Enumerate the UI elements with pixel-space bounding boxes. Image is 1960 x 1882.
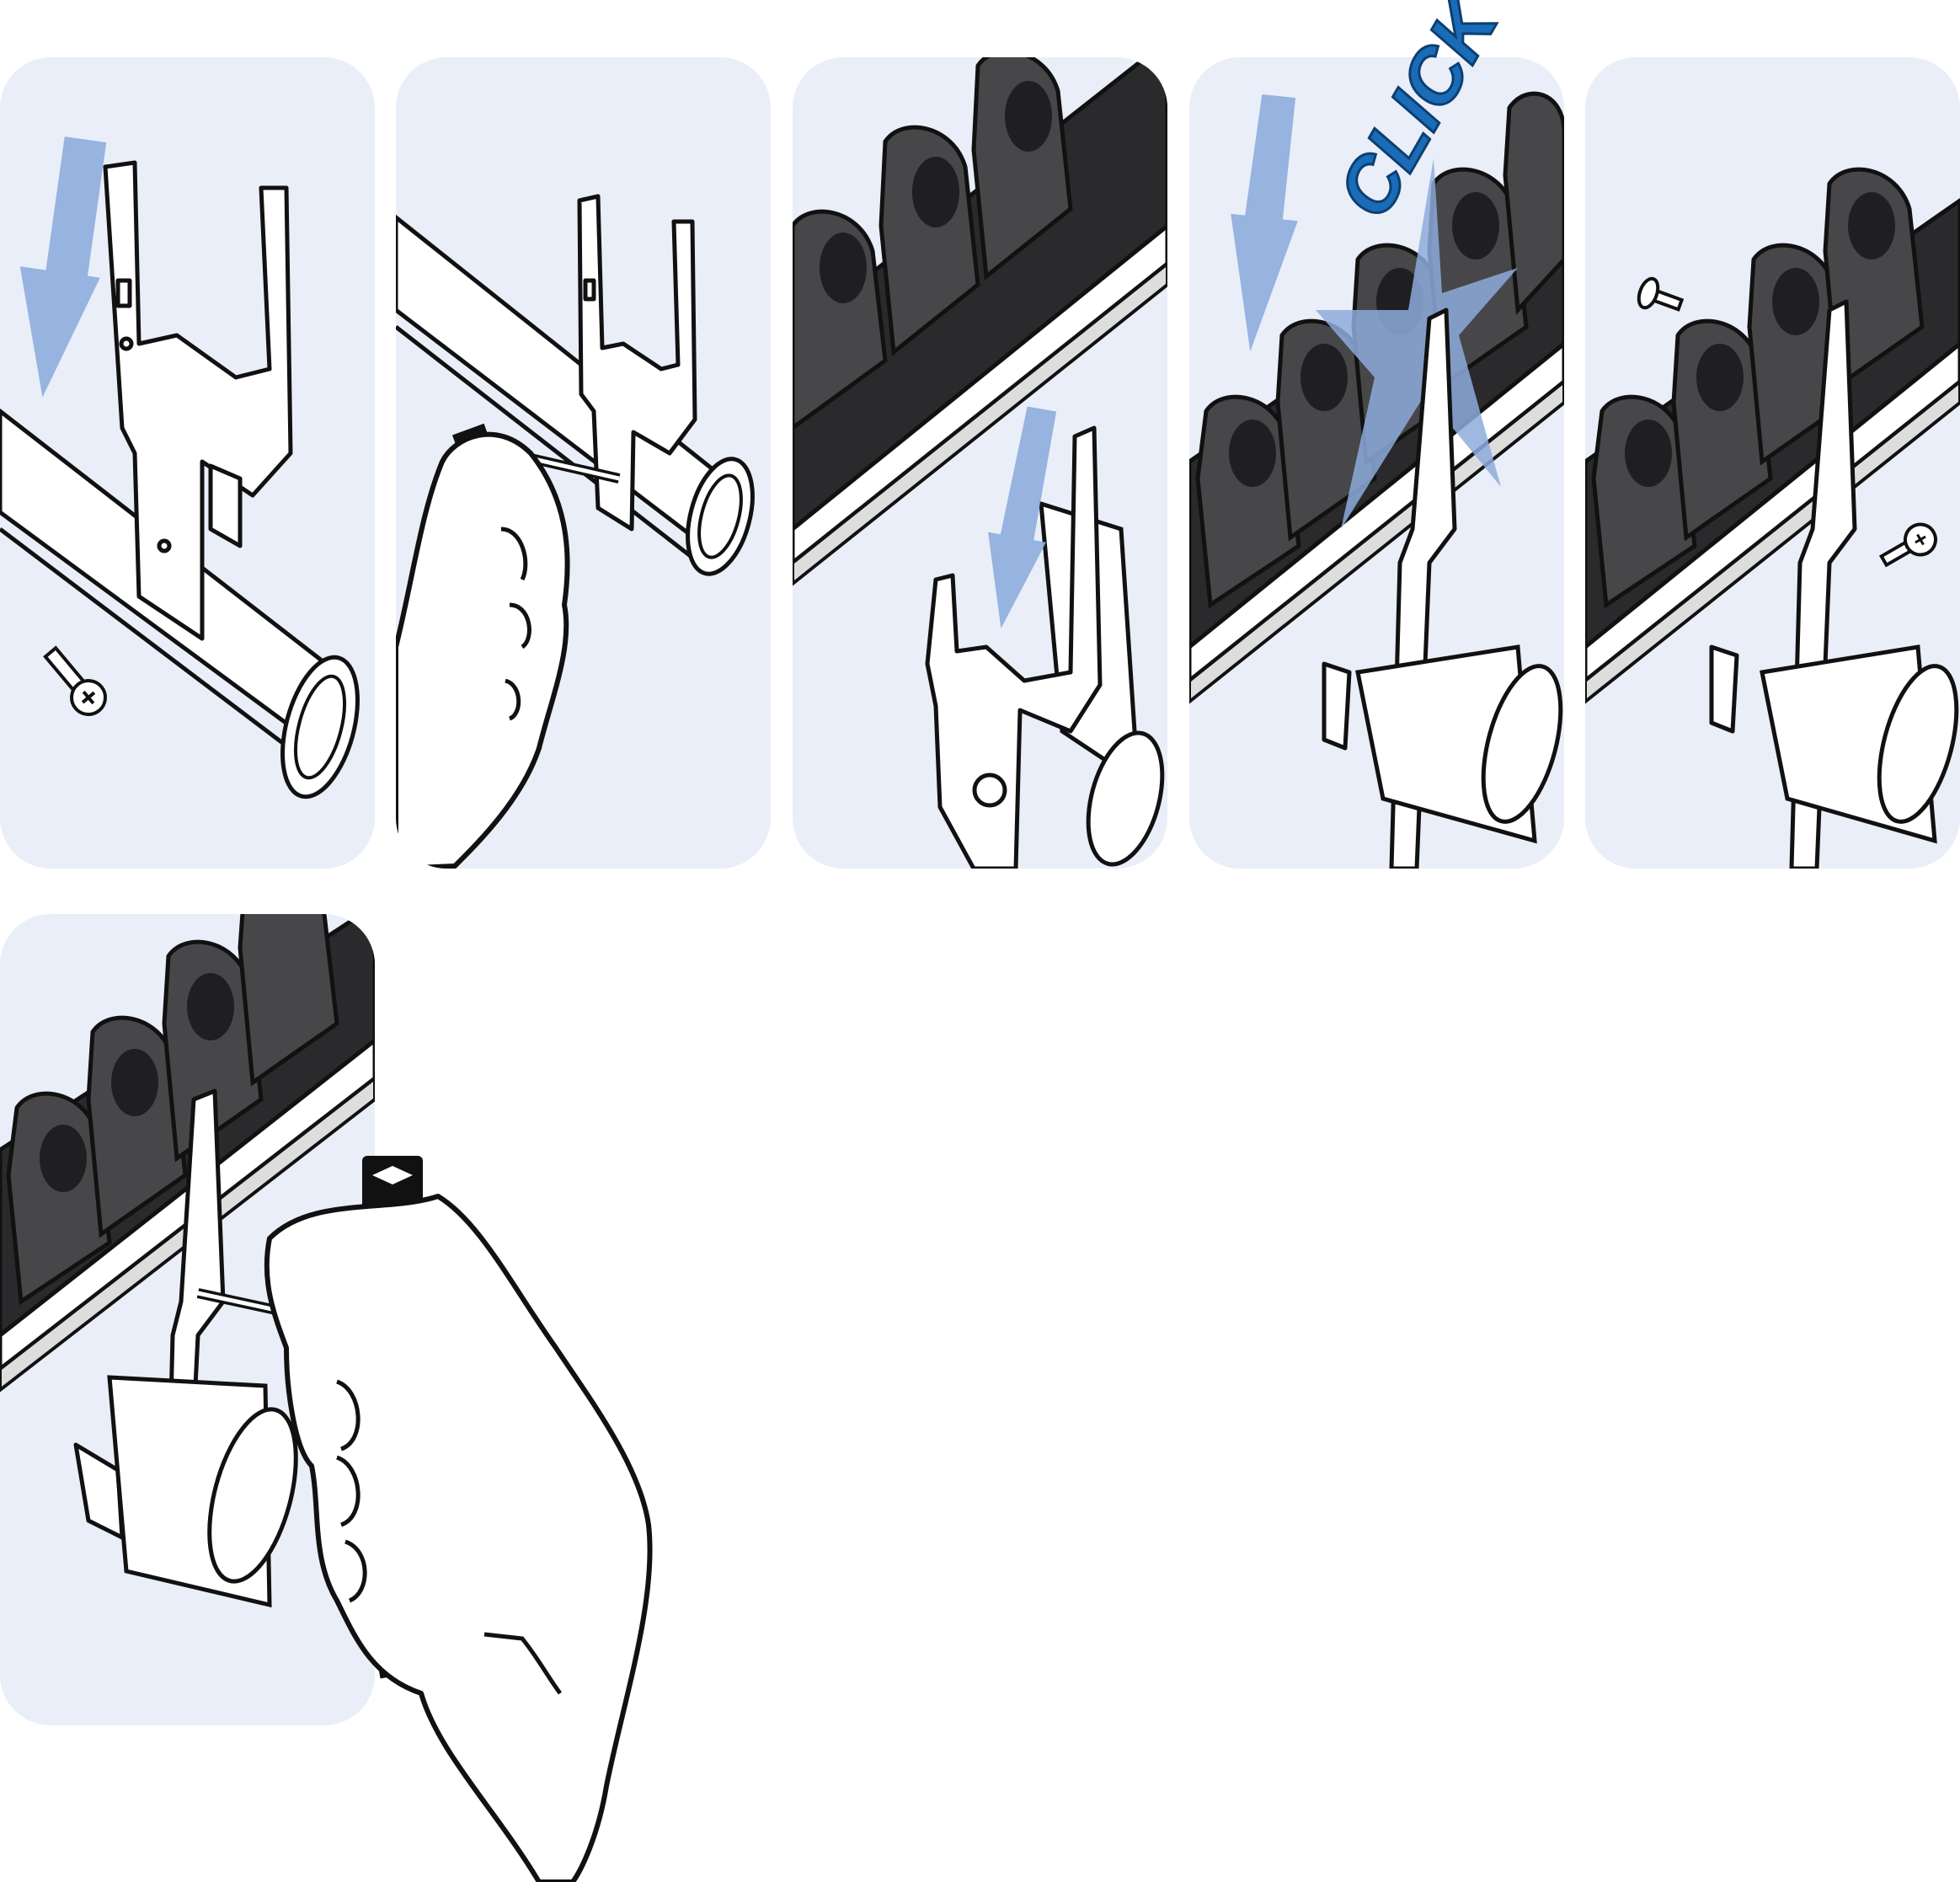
step-1-panel bbox=[0, 57, 375, 869]
hand bbox=[396, 431, 570, 869]
step-5-illustration bbox=[1585, 57, 1960, 869]
step-3-panel bbox=[793, 57, 1167, 869]
down-arrow-icon bbox=[988, 406, 1057, 629]
step-6-panel bbox=[0, 914, 375, 1725]
step-5-panel bbox=[1585, 57, 1960, 869]
step-4-illustration bbox=[1189, 57, 1564, 869]
spark-icon bbox=[1316, 158, 1518, 529]
step-1-illustration bbox=[0, 57, 375, 869]
screw-icon bbox=[1878, 522, 1937, 568]
down-arrow-icon bbox=[1231, 94, 1298, 352]
bracket bbox=[925, 425, 1103, 869]
step-4-panel bbox=[1189, 57, 1564, 869]
down-arrow-icon bbox=[19, 136, 107, 398]
bracket bbox=[577, 194, 697, 532]
step-3-illustration bbox=[793, 57, 1167, 869]
step-6-illustration bbox=[0, 914, 375, 1725]
bracket bbox=[103, 160, 293, 641]
screw-icon bbox=[43, 645, 107, 716]
step-2-illustration bbox=[396, 57, 771, 869]
roller-track bbox=[793, 57, 1167, 586]
step-2-panel bbox=[396, 57, 771, 869]
screw-icon bbox=[1637, 276, 1685, 312]
